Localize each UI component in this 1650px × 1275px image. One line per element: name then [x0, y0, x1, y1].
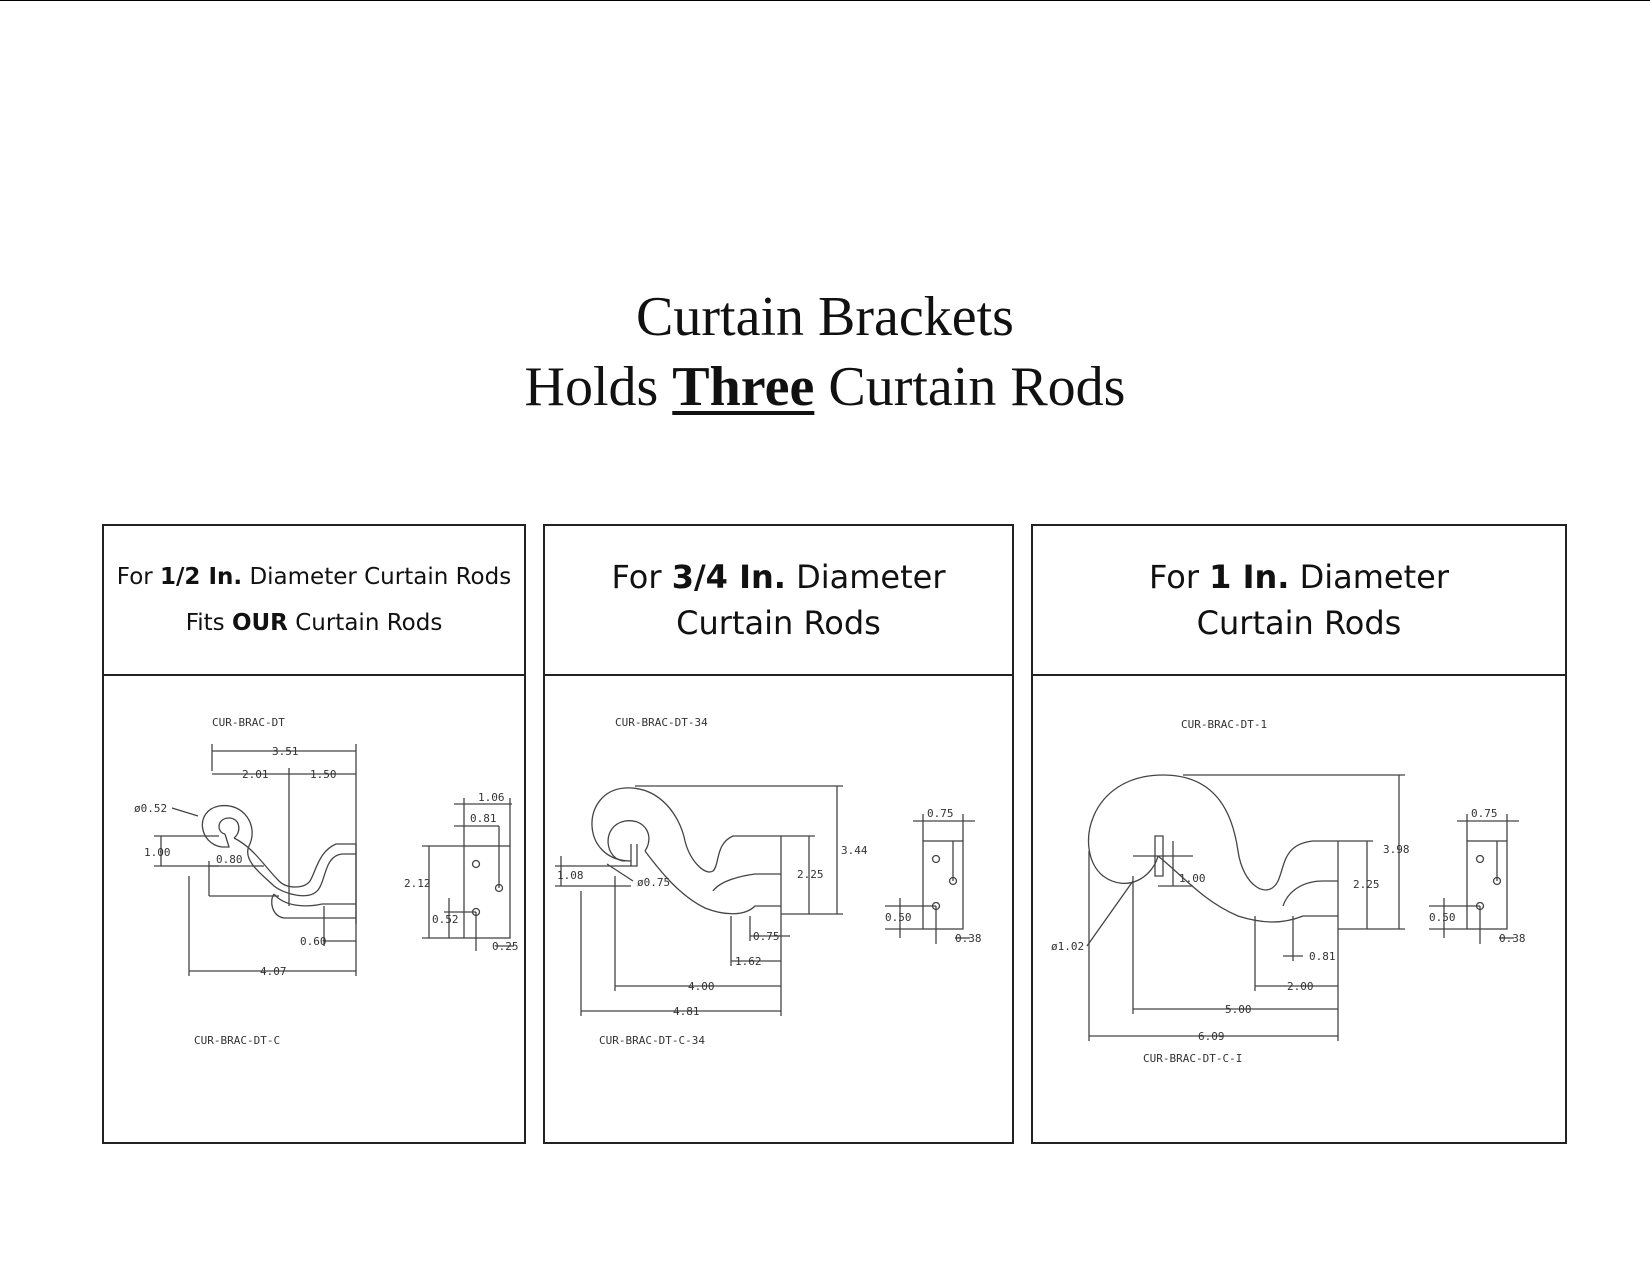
dim-diameter: ø0.52: [134, 802, 167, 815]
dim-clip-low: 0.50: [1429, 911, 1456, 924]
dim-clip-edge: 0.25: [492, 940, 519, 953]
part-number-top: CUR-BRAC-DT: [212, 716, 285, 729]
panel-half-inch-header: For 1/2 In. Diameter Curtain Rods Fits O…: [104, 526, 524, 676]
part-number-bottom: CUR-BRAC-DT-C-34: [599, 1034, 705, 1047]
panel-half-inch-drawing: CUR-BRAC-DT CUR-BRAC-DT-C 3.5: [104, 676, 524, 1142]
dim-overall: 6.09: [1198, 1030, 1225, 1043]
dim-height-total: 3.98: [1383, 843, 1410, 856]
dimension-lines: [555, 785, 843, 1016]
bracket-profile: [591, 787, 782, 916]
panel-half-inch: For 1/2 In. Diameter Curtain Rods Fits O…: [102, 524, 526, 1144]
title-line-1: Curtain Brackets: [636, 286, 1014, 348]
dim-tip: 1.62: [735, 955, 762, 968]
part-number-bottom: CUR-BRAC-DT-C-I: [1143, 1052, 1242, 1065]
panel-one-inch-drawing: CUR-BRAC-DT-1 CUR-BRAC-DT-C-I: [1033, 676, 1565, 1142]
dim-overall: 4.81: [673, 1005, 700, 1018]
panel-three-quarter-inch-heading-line-1: For 3/4 In. Diameter: [611, 558, 946, 596]
clip-profile: [885, 814, 975, 944]
panel-one-inch-heading-line-1: For 1 In. Diameter: [1149, 558, 1449, 596]
dim-rise: 1.00: [144, 846, 171, 859]
dimension-lines: [1086, 774, 1405, 1041]
clip-profile: [422, 798, 514, 951]
dim-rise: 1.00: [1179, 872, 1206, 885]
panel-half-inch-heading-line-1: For 1/2 In. Diameter Curtain Rods: [116, 564, 512, 590]
top-rule: [0, 0, 1650, 1]
panel-three-quarter-inch: For 3/4 In. Diameter Curtain Rods CUR-BR…: [543, 524, 1014, 1144]
part-number-top: CUR-BRAC-DT-1: [1181, 718, 1267, 731]
dim-clip-low: 0.52: [432, 913, 459, 926]
dim-gap: 0.80: [216, 853, 243, 866]
clip-profile: [1429, 814, 1519, 944]
dim-diameter: ø0.75: [637, 876, 670, 889]
dim-diameter: ø1.02: [1051, 940, 1084, 953]
panel-three-quarter-inch-header: For 3/4 In. Diameter Curtain Rods: [545, 526, 1012, 676]
dim-mid: 4.00: [688, 980, 715, 993]
dim-notch: 0.81: [1309, 950, 1336, 963]
dim-height-inner: 2.25: [1353, 878, 1380, 891]
dim-overall-top: 3.51: [272, 745, 299, 758]
dim-end: 0.60: [300, 935, 327, 948]
panel-one-inch-heading-line-2: Curtain Rods: [1196, 604, 1402, 642]
dim-overall: 4.07: [260, 965, 287, 978]
part-number-top: CUR-BRAC-DT-34: [615, 716, 708, 729]
title-line-2: Holds Three Curtain Rods: [0, 352, 1650, 422]
dim-height-total: 3.44: [841, 844, 868, 857]
panel-three-quarter-inch-heading-line-2: Curtain Rods: [676, 604, 881, 642]
title-line-2-emphasis: Three: [672, 356, 815, 418]
dim-b: 1.50: [310, 768, 337, 781]
dim-clip-width: 0.75: [1471, 807, 1498, 820]
page-title: Curtain Brackets Holds Three Curtain Rod…: [0, 282, 1650, 422]
dim-clip-width: 1.06: [478, 791, 505, 804]
panel-one-inch: For 1 In. Diameter Curtain Rods CUR-BRAC…: [1031, 524, 1567, 1144]
part-number-bottom: CUR-BRAC-DT-C: [194, 1034, 280, 1047]
panel-half-inch-heading-line-2: Fits OUR Curtain Rods: [185, 610, 443, 636]
dim-notch: 0.75: [753, 930, 780, 943]
bracket-profile: [1088, 774, 1339, 926]
dimension-lines: [154, 744, 357, 976]
dim-clip-hole: 0.81: [470, 812, 497, 825]
dim-clip-edge: 0.38: [1499, 932, 1526, 945]
dim-clip-low: 0.50: [885, 911, 912, 924]
dim-tip: 2.00: [1287, 980, 1314, 993]
dim-rise: 1.08: [557, 869, 584, 882]
dim-clip-height: 2.12: [404, 877, 431, 890]
dim-mid: 5.00: [1225, 1003, 1252, 1016]
panel-one-inch-header: For 1 In. Diameter Curtain Rods: [1033, 526, 1565, 676]
title-line-2-post: Curtain Rods: [828, 356, 1126, 418]
dim-height-inner: 2.25: [797, 868, 824, 881]
dim-a: 2.01: [242, 768, 269, 781]
panel-three-quarter-inch-drawing: CUR-BRAC-DT-34 CUR-BRAC-DT-C-34: [545, 676, 1012, 1142]
dim-clip-edge: 0.38: [955, 932, 982, 945]
dim-clip-width: 0.75: [927, 807, 954, 820]
title-line-2-pre: Holds: [524, 356, 659, 418]
